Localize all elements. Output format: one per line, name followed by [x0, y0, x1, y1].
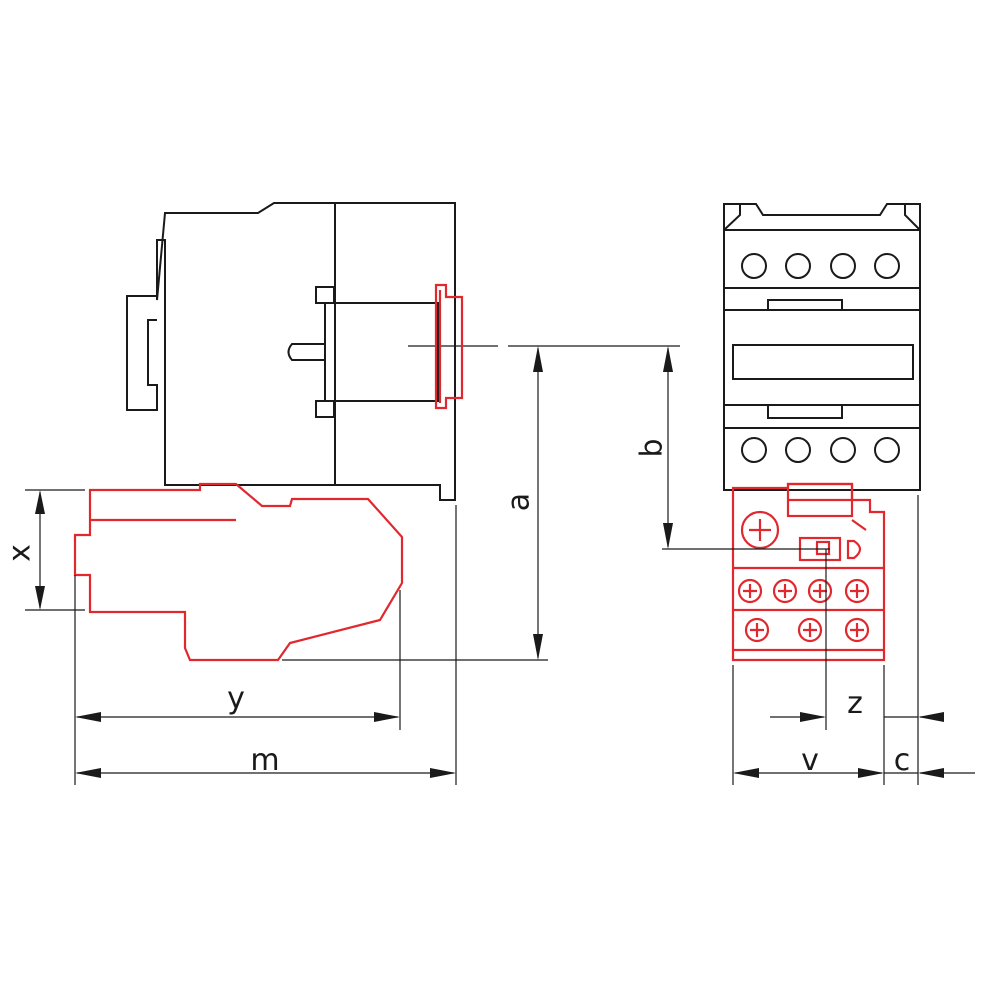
overload-relay-side-view [73, 482, 404, 662]
label-a: a [502, 493, 537, 511]
contactor-side-view [126, 202, 498, 501]
din-rail-clip [434, 283, 464, 410]
dimension-lines [25, 345, 975, 785]
label-b: b [635, 438, 670, 457]
label-y: y [227, 681, 245, 716]
label-c: c [894, 743, 911, 778]
label-v: v [801, 743, 819, 778]
label-x: x [3, 544, 38, 562]
overload-relay-front-view [731, 482, 886, 662]
label-z: z [847, 686, 863, 721]
label-m: m [250, 743, 279, 778]
contactor-front-view [723, 203, 921, 491]
